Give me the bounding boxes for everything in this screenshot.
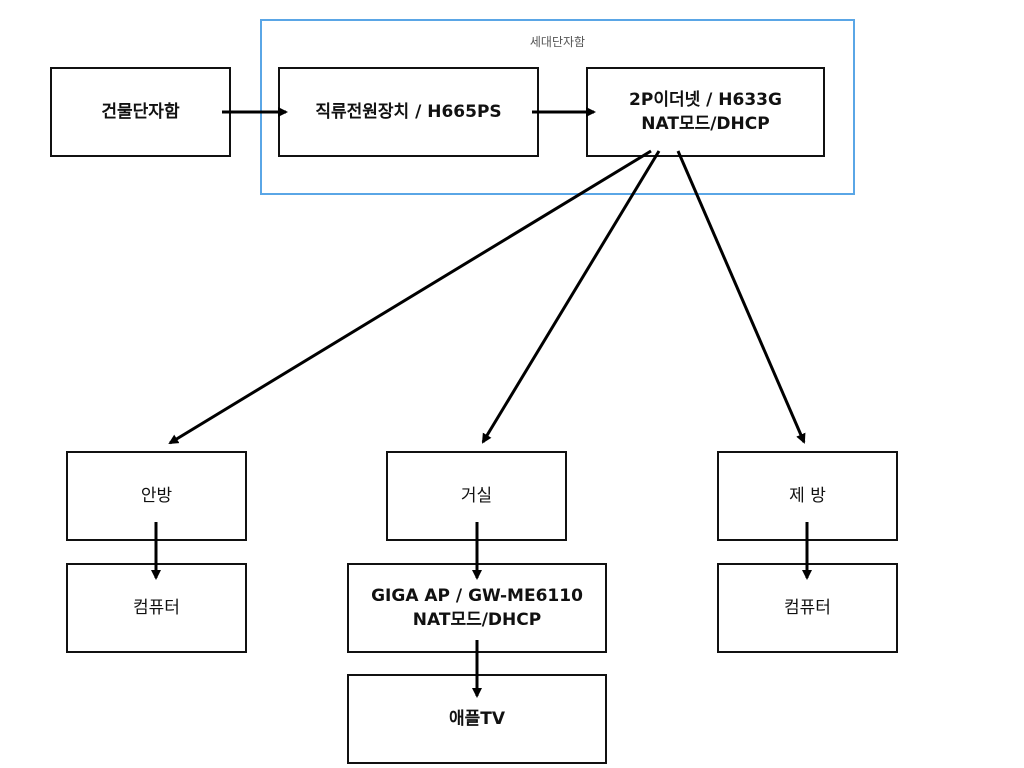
computer-2-label: 컴퓨터 bbox=[784, 598, 831, 618]
computer-1-node: 컴퓨터 bbox=[66, 563, 247, 653]
dc-power-label: 직류전원장치 / H665PS bbox=[315, 102, 502, 122]
giga-ap-node: GIGA AP / GW-ME6110 NAT모드/DHCP bbox=[347, 563, 607, 653]
ethernet-2p-node: 2P이더넷 / H633G NAT모드/DHCP bbox=[586, 67, 825, 157]
dc-power-node: 직류전원장치 / H665PS bbox=[278, 67, 539, 157]
master-room-label: 안방 bbox=[140, 486, 173, 506]
ethernet-2p-label: 2P이더넷 / H633G bbox=[629, 90, 782, 110]
third-room-node: 제 방 bbox=[717, 451, 898, 541]
apple-tv-node: 애플TV bbox=[347, 674, 607, 764]
computer-2-node: 컴퓨터 bbox=[717, 563, 898, 653]
giga-ap-mode: NAT모드/DHCP bbox=[412, 610, 542, 630]
third-room-label: 제 방 bbox=[789, 486, 826, 506]
building-box-node: 건물단자함 bbox=[50, 67, 231, 157]
giga-ap-label: GIGA AP / GW-ME6110 bbox=[371, 586, 583, 606]
master-room-node: 안방 bbox=[66, 451, 247, 541]
living-room-node: 거실 bbox=[386, 451, 567, 541]
group-label: 세대단자함 bbox=[529, 35, 586, 49]
computer-1-label: 컴퓨터 bbox=[133, 598, 180, 618]
ethernet-2p-mode: NAT모드/DHCP bbox=[641, 114, 770, 134]
building-box-label: 건물단자함 bbox=[101, 102, 180, 122]
living-room-label: 거실 bbox=[460, 486, 493, 506]
apple-tv-label: 애플TV bbox=[448, 709, 506, 729]
